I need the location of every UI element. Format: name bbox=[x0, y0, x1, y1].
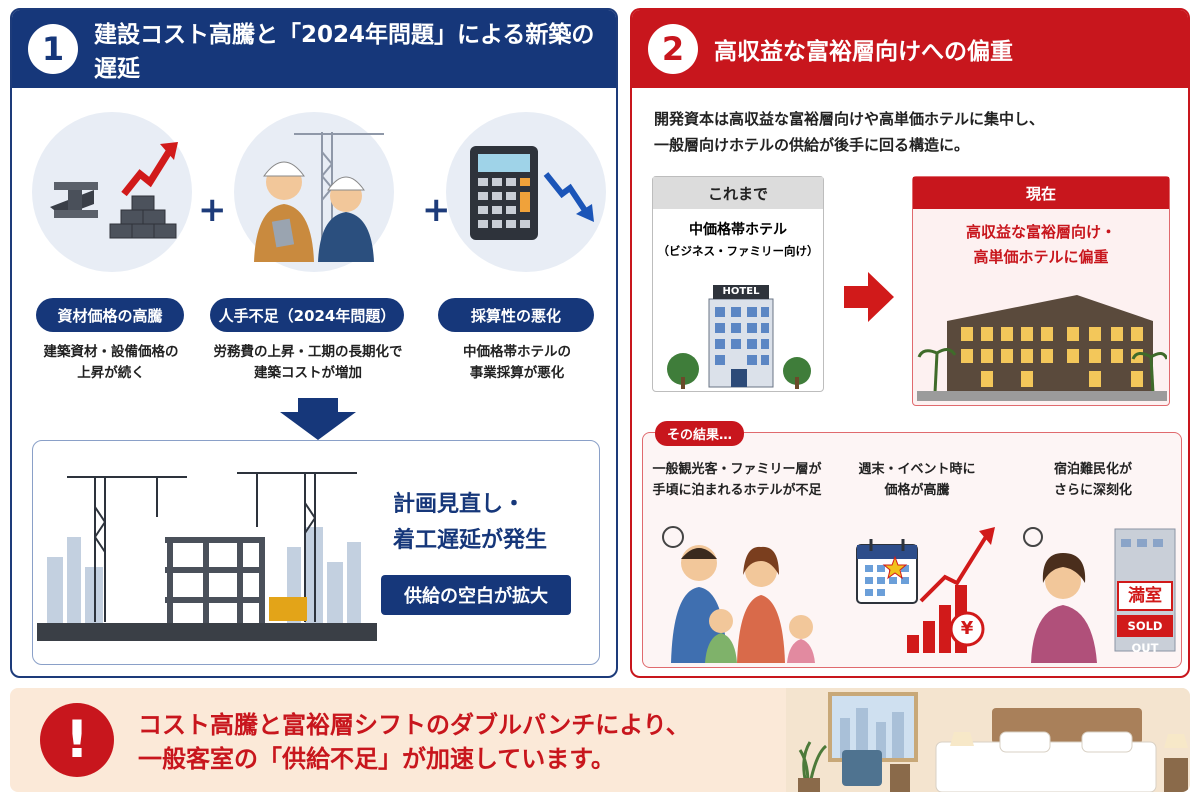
workers-illustration bbox=[234, 112, 394, 272]
yen-sign: ¥ bbox=[960, 618, 974, 639]
panel2-desc-line2: 一般層向けホテルの供給が後手に回る構造に。 bbox=[654, 136, 970, 154]
now-line1: 高収益な富裕層向け・ bbox=[965, 223, 1116, 241]
before-line1: 中価格帯ホテル bbox=[689, 222, 787, 238]
consequence-shortage-line2: 手頃に泊まれるホテルが不足 bbox=[652, 483, 822, 498]
cause-desc-labor-line2: 建築コストが増加 bbox=[254, 365, 362, 381]
panel2-number: 2 bbox=[648, 24, 698, 74]
panel1-number: 1 bbox=[28, 24, 78, 74]
full-sign: 満室 bbox=[1117, 581, 1173, 611]
result-text: 計画見直し・ 着工遅延が発生 bbox=[393, 487, 547, 559]
result-line2: 着工遅延が発生 bbox=[393, 528, 548, 553]
cause-desc-materials-line2: 上昇が続く bbox=[77, 365, 145, 381]
consequence-shortage-line1: 一般観光客・ファミリー層が bbox=[652, 462, 822, 477]
calculator-icon bbox=[470, 146, 594, 240]
construction-worker-icon bbox=[254, 132, 384, 262]
consequence-text-price: 週末・イベント時に 価格が高騰 bbox=[829, 459, 1005, 501]
cause-label-labor: 人手不足（2024年問題） bbox=[210, 298, 404, 332]
calculator-illustration bbox=[446, 112, 606, 272]
sold-out-sign: SOLD OUT bbox=[1117, 615, 1173, 655]
price-surge-icon bbox=[856, 527, 995, 653]
cause-desc-profitability: 中価格帯ホテルの 事業採算が悪化 bbox=[432, 342, 602, 384]
panel2-header: 2 高収益な富裕層向けへの偏重 bbox=[632, 10, 1188, 88]
steel-beam-icon bbox=[50, 142, 178, 239]
hotel-sign: HOTEL bbox=[713, 285, 769, 299]
consequences-box: その結果… 一般観光客・ファミリー層が 手頃に泊まれるホテルが不足 週末・イベン… bbox=[642, 421, 1182, 668]
before-header: これまで bbox=[653, 177, 823, 209]
cause-desc-profitability-line2: 事業採算が悪化 bbox=[469, 365, 565, 381]
panel2-desc-line1: 開発資本は高収益な富裕層向けや高単価ホテルに集中し、 bbox=[654, 110, 1045, 128]
consequence-price-line2: 価格が高騰 bbox=[884, 483, 950, 498]
cause-label-profitability: 採算性の悪化 bbox=[438, 298, 594, 332]
consequence-refugee-line2: さらに深刻化 bbox=[1053, 483, 1132, 498]
delay-result-box: 計画見直し・ 着工遅延が発生 供給の空白が拡大 bbox=[32, 440, 600, 665]
materials-illustration bbox=[32, 112, 192, 272]
consequence-refugee-line1: 宿泊難民化が bbox=[1053, 462, 1132, 477]
before-line2: （ビジネス・ファミリー向け） bbox=[657, 244, 819, 258]
panel2-title: 高収益な富裕層向けへの偏重 bbox=[714, 39, 1013, 65]
cause-desc-materials: 建築資材・設備価格の 上昇が続く bbox=[26, 342, 196, 384]
cause-desc-labor: 労務費の上昇・工期の長期化で 建築コストが増加 bbox=[198, 342, 418, 384]
cause-desc-materials-line1: 建築資材・設備価格の bbox=[43, 344, 179, 360]
worried-family-icon bbox=[662, 526, 815, 663]
down-arrow-icon bbox=[280, 398, 356, 440]
luxury-hotel-icon bbox=[917, 295, 1167, 401]
consequence-text-refugee: 宿泊難民化が さらに深刻化 bbox=[1007, 459, 1179, 501]
mid-price-hotel-icon: HOTEL bbox=[653, 281, 825, 391]
summary-banner: ! コスト高騰と富裕層シフトのダブルパンチにより、 一般客室の「供給不足」が加速… bbox=[10, 688, 1190, 792]
supply-gap-box: 供給の空白が拡大 bbox=[381, 575, 571, 615]
panel2-description: 開発資本は高収益な富裕層向けや高単価ホテルに集中し、 一般層向けホテルの供給が後… bbox=[654, 106, 1044, 158]
consequence-price-line1: 週末・イベント時に bbox=[858, 462, 976, 477]
summary-line2: 一般客室の「供給不足」が加速しています。 bbox=[138, 745, 615, 773]
exclamation-icon: ! bbox=[40, 703, 114, 777]
summary-text: コスト高騰と富裕層シフトのダブルパンチにより、 一般客室の「供給不足」が加速して… bbox=[138, 708, 690, 776]
consequences-tag: その結果… bbox=[655, 421, 745, 446]
construction-site-icon bbox=[37, 472, 377, 641]
right-arrow-icon bbox=[844, 272, 894, 322]
summary-line1: コスト高騰と富裕層シフトのダブルパンチにより、 bbox=[138, 711, 690, 739]
panel1-title: 建設コスト高騰と「2024年問題」による新築の遅延 bbox=[94, 22, 595, 82]
hotel-room-icon bbox=[786, 688, 1190, 792]
now-header: 現在 bbox=[913, 177, 1169, 209]
plus-sign-2: + bbox=[422, 190, 451, 230]
panel-construction-cost: 1 建設コスト高騰と「2024年問題」による新築の遅延 + bbox=[10, 8, 618, 678]
cause-label-materials: 資材価格の高騰 bbox=[36, 298, 184, 332]
now-box: 現在 高収益な富裕層向け・ 高単価ホテルに偏重 bbox=[912, 176, 1170, 406]
cause-desc-labor-line1: 労務費の上昇・工期の長期化で bbox=[213, 344, 403, 360]
result-line1: 計画見直し・ bbox=[393, 492, 526, 517]
plus-sign-1: + bbox=[198, 190, 227, 230]
panel1-header: 1 建設コスト高騰と「2024年問題」による新築の遅延 bbox=[12, 10, 616, 88]
consequence-text-shortage: 一般観光客・ファミリー層が 手頃に泊まれるホテルが不足 bbox=[647, 459, 827, 501]
before-box: これまで 中価格帯ホテル （ビジネス・ファミリー向け） HOTEL bbox=[652, 176, 824, 392]
now-line2: 高単価ホテルに偏重 bbox=[973, 248, 1109, 266]
cause-desc-profitability-line1: 中価格帯ホテルの bbox=[463, 344, 571, 360]
panel-wealthy-shift: 2 高収益な富裕層向けへの偏重 開発資本は高収益な富裕層向けや高単価ホテルに集中… bbox=[630, 8, 1190, 678]
